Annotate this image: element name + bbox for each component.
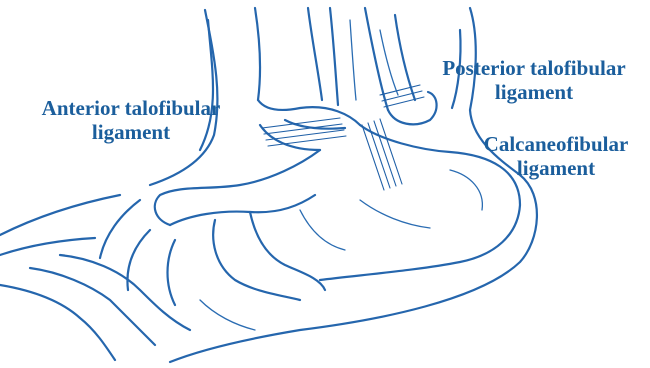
anterior-talofibular-line-1: Anterior talofibular <box>6 96 256 120</box>
calcaneofibular-line-1: Calcaneofibular <box>466 132 646 156</box>
foot-bones <box>0 150 430 360</box>
calcaneofibular-ligament-label: Calcaneofibular ligament <box>466 132 646 180</box>
anterior-talofibular-ligament-drawing <box>262 118 346 146</box>
posterior-talofibular-line-2: ligament <box>418 80 650 104</box>
anterior-talofibular-line-2: ligament <box>6 120 256 144</box>
posterior-talofibular-ligament-label: Posterior talofibular ligament <box>418 56 650 104</box>
leg-bones <box>255 8 415 110</box>
posterior-talofibular-line-1: Posterior talofibular <box>418 56 650 80</box>
anterior-talofibular-ligament-label: Anterior talofibular ligament <box>6 96 256 144</box>
calcaneofibular-line-2: ligament <box>466 156 646 180</box>
